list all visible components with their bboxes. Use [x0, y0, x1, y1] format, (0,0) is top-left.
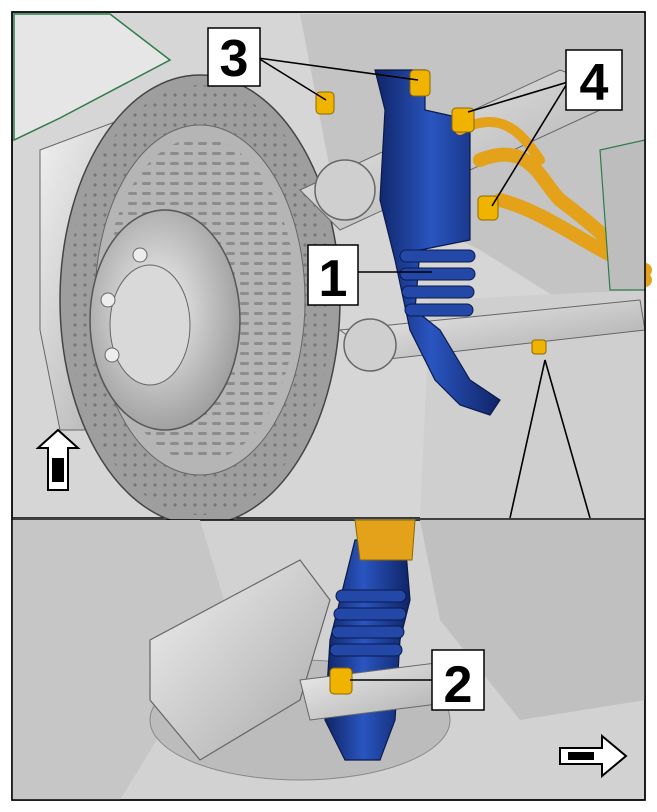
callout-1-label: 1: [319, 250, 348, 308]
wheel-stud: [100, 292, 116, 308]
fastener-4a: [451, 107, 475, 133]
arrow-right-car-icon: [559, 733, 628, 779]
wheel-liner: [13, 13, 172, 142]
detail-zoom-lines: [509, 359, 591, 519]
damper-top: [374, 69, 501, 416]
callout-4-label: 4: [580, 54, 609, 112]
wheel-stud: [132, 247, 148, 263]
fastener-3b: [409, 69, 431, 97]
wheel-stud: [104, 347, 120, 363]
fastener-2: [329, 667, 353, 695]
arrow-up-car-icon: [35, 428, 81, 491]
top-panel: 3 4 1: [11, 11, 652, 526]
heat-shield: [149, 559, 331, 761]
bottom-left-structure: [12, 520, 230, 800]
callout-4: 4: [565, 49, 623, 112]
bottom-panel: 2: [11, 519, 646, 801]
fastener-4b: [477, 195, 499, 221]
outer-border: [11, 11, 646, 801]
ball-joint-lower: [343, 318, 397, 372]
fastener-lower-ref: [531, 339, 547, 355]
leader-lines-top: [257, 57, 569, 273]
bottom-right-structure: [420, 520, 645, 720]
callout-3: 3: [207, 27, 261, 88]
callout-2-label: 2: [444, 656, 473, 714]
hub-center: [109, 264, 191, 386]
callout-3-label: 3: [220, 30, 249, 88]
ball-joint-upper: [314, 159, 376, 221]
callout-2: 2: [431, 649, 485, 714]
callout-1: 1: [307, 244, 359, 308]
